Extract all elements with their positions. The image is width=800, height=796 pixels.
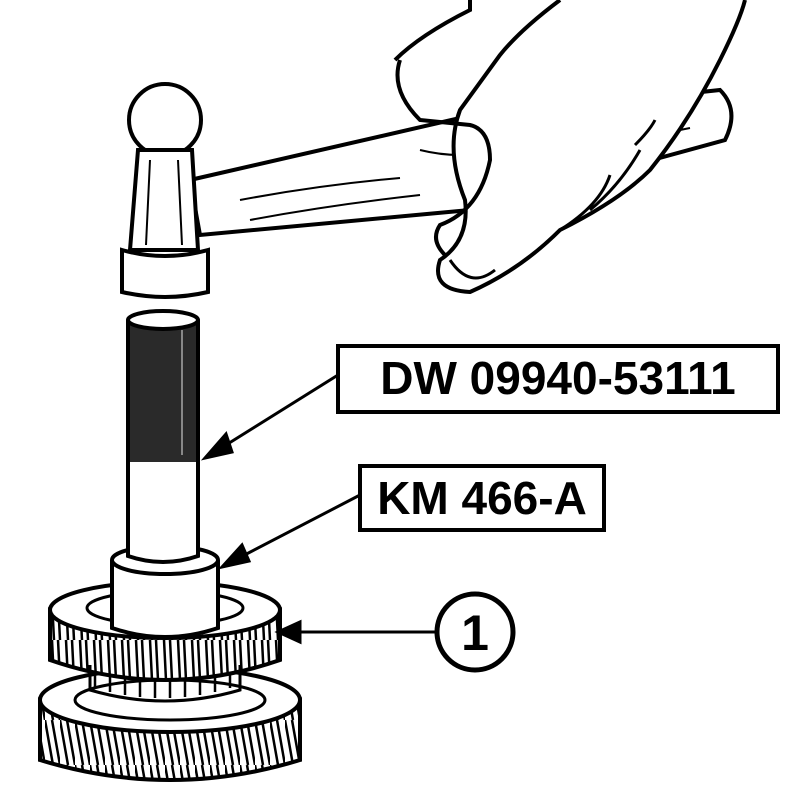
drift-tool-icon	[126, 309, 200, 564]
hand-icon	[393, 0, 747, 295]
callout-1: 1	[434, 591, 516, 673]
callout-1-number: 1	[461, 605, 489, 661]
label-box-tool-2: KM 466-A	[358, 464, 606, 532]
label-tool-1: DW 09940-53111	[380, 352, 736, 404]
leader-arrows	[200, 373, 435, 645]
label-box-tool-1: DW 09940-53111	[336, 344, 780, 414]
label-tool-2: KM 466-A	[377, 472, 587, 524]
